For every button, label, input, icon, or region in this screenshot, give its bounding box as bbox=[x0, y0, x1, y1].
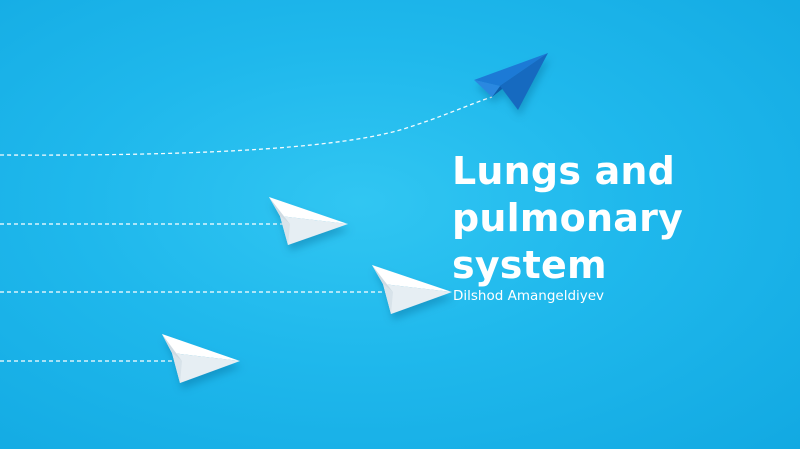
slide-title-line-1: Lungs and bbox=[452, 149, 676, 193]
white-paper-plane-icon-1 bbox=[269, 197, 348, 245]
slide-title: Lungs and pulmonary system bbox=[452, 148, 782, 289]
slide-title-line-2: pulmonary bbox=[452, 196, 683, 240]
dashed-trail-lead bbox=[0, 96, 493, 156]
slide-subtitle-author: Dilshod Amangeldiyev bbox=[453, 288, 605, 304]
white-paper-plane-icon-3 bbox=[162, 334, 240, 383]
white-paper-plane-icon-2 bbox=[372, 265, 452, 314]
blue-paper-plane-icon bbox=[474, 53, 548, 110]
slide-title-line-3: system bbox=[452, 243, 607, 287]
